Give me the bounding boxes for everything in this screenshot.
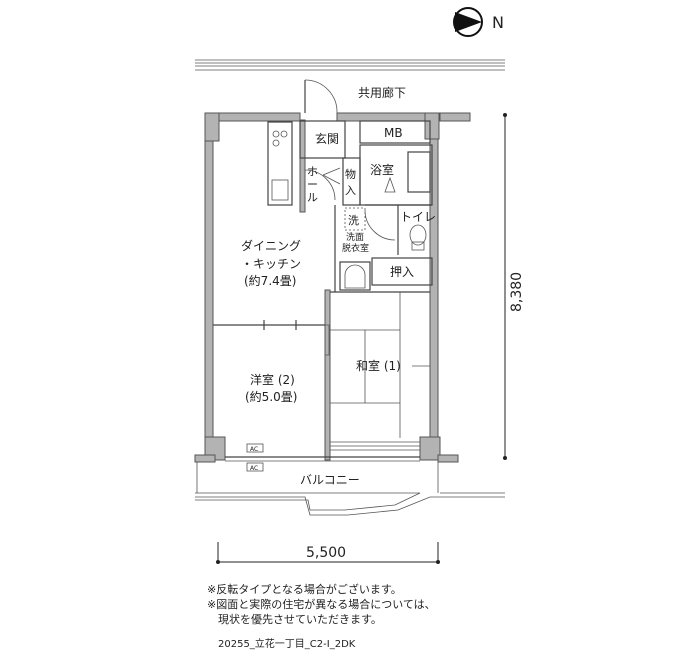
tatami-lines xyxy=(330,291,430,451)
washroom-label-2: 脱衣室 xyxy=(342,242,369,254)
dk-label-1: ダイニング xyxy=(241,238,301,253)
ac-outdoor-unit xyxy=(246,462,264,472)
depth-dimension-line xyxy=(503,113,507,460)
balcony-label: バルコニー xyxy=(300,473,360,487)
plan-code: 20255_立花一丁目_C2-I_2DK xyxy=(218,639,356,650)
western-room-label-1: 洋室 (2) xyxy=(250,372,295,387)
hall-label-2: ー xyxy=(307,178,318,191)
corridor-label: 共用廊下 xyxy=(358,85,406,100)
note-line: ※図面と実際の住宅が異なる場合については、 xyxy=(207,598,436,611)
balcony-sash[interactable] xyxy=(225,456,420,462)
balcony-outline xyxy=(195,462,505,516)
japanese-room-label: 和室 (1) xyxy=(356,358,401,373)
notes: ※反転タイプとなる場合がございます。 ※図面と実際の住宅が異なる場合については、… xyxy=(207,582,436,627)
outer-walls xyxy=(194,112,471,463)
entrance-label: 玄関 xyxy=(315,131,339,146)
washer-label: 洗 xyxy=(348,214,359,227)
corridor-railing xyxy=(195,59,505,71)
mb-label: MB xyxy=(384,126,403,140)
depth-dimension-label: 8,380 xyxy=(509,272,525,312)
interior-walls xyxy=(299,120,433,292)
sliding-partition[interactable] xyxy=(213,320,330,356)
toilet-label: トイレ xyxy=(400,210,436,224)
dk-label-2: ・キッチン xyxy=(241,257,301,271)
width-dimension-line xyxy=(216,542,440,564)
dk-label-3: (約7.4畳) xyxy=(244,273,296,288)
width-dimension-label: 5,500 xyxy=(306,545,346,561)
north-label: N xyxy=(492,13,504,32)
kitchen-counter xyxy=(267,121,293,206)
ac-indoor-unit xyxy=(246,443,264,453)
toilet-icon xyxy=(409,224,427,251)
note-line: 現状を優先させていただきます。 xyxy=(207,613,382,626)
note-line: ※反転タイプとなる場合がございます。 xyxy=(207,583,402,596)
storage-label-2: 入 xyxy=(345,184,356,197)
washing-machine-icon xyxy=(339,261,371,291)
bathroom-label: 浴室 xyxy=(370,162,394,177)
hall-label-3: ル xyxy=(307,191,318,204)
closet-label: 押入 xyxy=(390,265,414,279)
north-arrow-icon xyxy=(453,7,483,37)
entrance-door[interactable] xyxy=(304,79,338,114)
ac-label-indoor: AC xyxy=(250,446,258,453)
ac-label-outdoor: AC xyxy=(250,465,258,472)
storage-label-1: 物 xyxy=(345,167,356,181)
washroom-label-1: 洗面 xyxy=(346,231,364,243)
western-room-label-2: (約5.0畳) xyxy=(245,389,297,404)
hall-label-1: ホ xyxy=(307,165,318,178)
